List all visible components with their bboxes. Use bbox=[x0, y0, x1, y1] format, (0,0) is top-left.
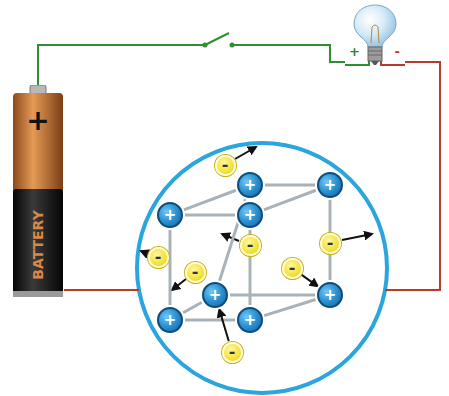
battery-terminal-sign: + bbox=[26, 107, 49, 135]
lattice-bond bbox=[183, 190, 236, 210]
wire bbox=[64, 62, 440, 290]
ion-charge: + bbox=[324, 178, 337, 193]
electron-charge: - bbox=[155, 249, 162, 265]
ion-charge: + bbox=[244, 178, 257, 193]
battery-label: BATTERY bbox=[31, 210, 45, 280]
metal-ion: + bbox=[237, 172, 263, 198]
switch bbox=[203, 33, 235, 48]
lattice-bond bbox=[263, 190, 316, 210]
ion-charge: + bbox=[164, 208, 177, 223]
ion-charge: + bbox=[244, 208, 257, 223]
electron-arrow bbox=[219, 309, 228, 341]
metal-ion: + bbox=[202, 282, 228, 308]
electron-arrow bbox=[301, 275, 317, 287]
ion-charge: + bbox=[209, 288, 222, 303]
lattice-bond bbox=[182, 302, 202, 313]
bulb-terminal-sign: - bbox=[395, 45, 400, 58]
lattice-bond bbox=[169, 230, 172, 306]
lattice-bond bbox=[185, 319, 236, 322]
free-electron: - bbox=[222, 342, 243, 363]
battery: + BATTERY bbox=[12, 85, 64, 297]
electron-charge: - bbox=[289, 260, 296, 276]
metal-ion: + bbox=[317, 172, 343, 198]
electron-charge: - bbox=[327, 235, 334, 251]
metal-ion: + bbox=[317, 282, 343, 308]
magnifier-circle bbox=[137, 143, 387, 393]
ion-charge: + bbox=[324, 288, 337, 303]
ion-charge: + bbox=[244, 313, 257, 328]
wire bbox=[38, 45, 345, 85]
electron-charge: - bbox=[247, 237, 254, 253]
ion-charge: + bbox=[164, 313, 177, 328]
bulb-terminal-sign: + bbox=[349, 45, 360, 58]
metal-ion: + bbox=[157, 307, 183, 333]
lattice-bond bbox=[264, 184, 315, 187]
electron-charge: - bbox=[222, 157, 229, 173]
lattice-bond bbox=[230, 294, 316, 297]
metal-ion: + bbox=[237, 202, 263, 228]
electron-charge: - bbox=[192, 264, 199, 280]
electron-motion-arrows bbox=[141, 147, 372, 290]
metal-ion: + bbox=[237, 307, 263, 333]
lattice-bond bbox=[184, 214, 235, 217]
free-electron: - bbox=[282, 258, 303, 279]
free-electron: - bbox=[215, 155, 236, 176]
metal-ion: + bbox=[157, 202, 183, 228]
light-bulb: +- bbox=[345, 3, 405, 78]
free-electron: - bbox=[240, 235, 261, 256]
lattice-bond bbox=[263, 299, 315, 315]
free-electron: - bbox=[148, 247, 169, 268]
free-electron: - bbox=[185, 262, 206, 283]
free-electron: - bbox=[320, 233, 341, 254]
electron-charge: - bbox=[229, 344, 236, 360]
